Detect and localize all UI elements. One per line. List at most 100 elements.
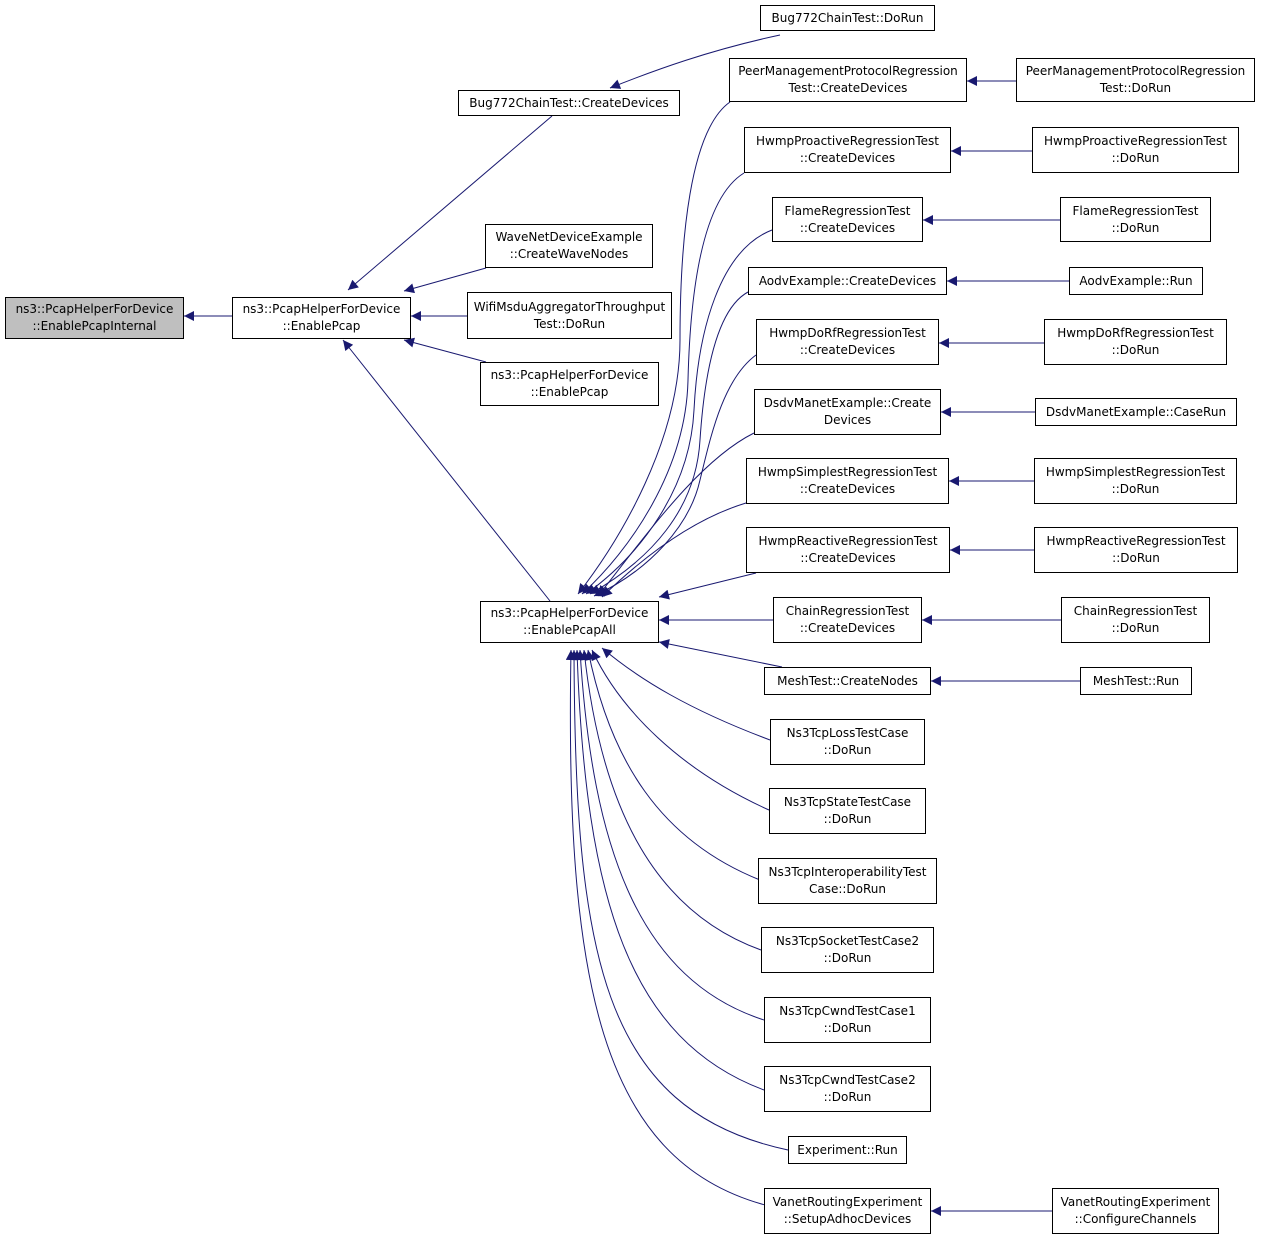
edge-enable-pcap-all-to-enable-pcap [342,339,551,602]
node-mesh-create-nodes[interactable]: MeshTest::CreateNodes [764,667,931,695]
node-label-line: ::CreateDevices [799,482,896,496]
edge-overload-to-enable-pcap [403,337,487,363]
node-label-line: ::SetupAdhocDevices [783,1212,912,1226]
node-label-line: Bug772ChainTest::CreateDevices [469,95,669,110]
node-hwmp-dorf-create[interactable]: HwmpDoRfRegressionTest ::CreateDevices [756,319,939,365]
edge-peer-create-to-all [577,101,731,595]
edge-mesh-create-to-all [658,639,783,668]
node-aodv-run[interactable]: AodvExample::Run [1069,267,1203,295]
edge-tcp-cwnd2-to-all [572,649,765,1091]
node-tcp-socket2-run[interactable]: Ns3TcpSocketTestCase2 ::DoRun [761,927,934,973]
node-label-line: WaveNetDeviceExample [495,230,643,244]
node-flame-create[interactable]: FlameRegressionTest ::CreateDevices [772,197,923,242]
node-label-line: DsdvManetExample::CaseRun [1045,404,1227,419]
node-peer-create-devices[interactable]: PeerManagementProtocolRegression Test::C… [729,58,967,102]
node-tcp-cwnd2-run[interactable]: Ns3TcpCwndTestCase2 ::DoRun [764,1066,931,1112]
node-tcp-cwnd1-run[interactable]: Ns3TcpCwndTestCase1 ::DoRun [764,997,931,1043]
node-label-line: ::DoRun [1111,482,1160,496]
node-aodv-create[interactable]: AodvExample::CreateDevices [748,267,947,295]
node-hwmp-proactive-create[interactable]: HwmpProactiveRegressionTest ::CreateDevi… [744,127,951,173]
edge-hwmp-dorf-create-to-all [593,354,757,597]
node-tcp-loss-run[interactable]: Ns3TcpLossTestCase ::DoRun [770,719,925,765]
node-label-line: ::CreateDevices [799,621,896,635]
edge-tcp-interop-to-all [585,649,761,881]
node-label-line: Devices [823,413,872,427]
node-label-line: ChainRegressionTest [785,604,910,618]
node-enable-pcap-all[interactable]: ns3::PcapHelperForDevice ::EnablePcapAll [480,601,659,643]
node-bug772-create-devices[interactable]: Bug772ChainTest::CreateDevices [458,90,680,116]
edge-bug772-run-to-create [609,34,781,89]
node-label-line: ::DoRun [823,1090,872,1104]
node-bug772-do-run[interactable]: Bug772ChainTest::DoRun [760,5,935,31]
node-label-line: Test::CreateDevices [788,81,908,95]
node-label-line: MeshTest::CreateNodes [777,673,918,688]
node-label-line: ns3::PcapHelperForDevice [15,302,174,316]
node-label-line: HwmpReactiveRegressionTest [1046,534,1226,548]
node-label-line: Ns3TcpSocketTestCase2 [775,934,920,948]
node-experiment-run[interactable]: Experiment::Run [788,1136,907,1164]
node-label-line: ::CreateDevices [799,343,896,357]
edge-bug772-create-to-enable-pcap [347,115,553,291]
node-label-line: FlameRegressionTest [1072,203,1199,218]
node-label-line: HwmpProactiveRegressionTest [756,134,939,148]
edge-hwmp-proactive-create-to-all [581,172,745,595]
node-hwmp-dorf-run[interactable]: HwmpDoRfRegressionTest ::DoRun [1044,319,1227,365]
node-chain-run[interactable]: ChainRegressionTest ::DoRun [1061,597,1210,643]
node-label-line: ns3::PcapHelperForDevice [490,368,649,382]
node-label-line: DsdvManetExample::Create [763,396,932,410]
edge-tcp-loss-to-all [601,647,771,741]
node-label-line: ::EnablePcap [530,385,609,399]
node-label-line: ns3::PcapHelperForDevice [490,606,649,620]
node-label-line: ::DoRun [823,812,872,826]
node-peer-do-run[interactable]: PeerManagementProtocolRegression Test::D… [1016,58,1255,102]
node-label-line: ::DoRun [823,743,872,757]
node-enable-pcap-overload[interactable]: ns3::PcapHelperForDevice ::EnablePcap [480,362,659,406]
node-label-line: HwmpReactiveRegressionTest [758,534,938,548]
node-vanet-setup[interactable]: VanetRoutingExperiment ::SetupAdhocDevic… [764,1188,931,1234]
node-hwmp-simplest-create[interactable]: HwmpSimplestRegressionTest ::CreateDevic… [746,458,949,504]
edge-flame-create-to-all [585,229,773,595]
edge-wave-to-enable-pcap [403,267,487,294]
node-label-line: ::ConfigureChannels [1074,1212,1197,1226]
edge-tcp-state-to-all [591,649,770,811]
edge-hwmp-simplest-create-to-all [601,502,747,598]
node-hwmp-reactive-run[interactable]: HwmpReactiveRegressionTest ::DoRun [1034,527,1238,573]
node-label-line: VanetRoutingExperiment [772,1195,923,1209]
node-label-line: HwmpDoRfRegressionTest [1057,326,1214,340]
node-label-line: HwmpDoRfRegressionTest [769,326,926,340]
node-vanet-configure[interactable]: VanetRoutingExperiment ::ConfigureChanne… [1052,1188,1219,1234]
node-label-line: Ns3TcpStateTestCase [783,795,912,809]
edge-aodv-create-to-all [589,291,749,595]
edge-tcp-cwnd1-to-all [575,649,765,1021]
node-label-line: Test::DoRun [533,316,606,331]
node-label-line: ::DoRun [1112,551,1160,565]
node-label-line: ::DoRun [1111,621,1160,635]
node-chain-create[interactable]: ChainRegressionTest ::CreateDevices [773,597,922,643]
edge-tcp-socket2-to-all [580,649,762,951]
node-label-line: AodvExample::Run [1079,273,1193,288]
node-dsdv-caserun[interactable]: DsdvManetExample::CaseRun [1035,398,1237,426]
node-label-line: PeerManagementProtocolRegression [1025,64,1246,78]
node-hwmp-reactive-create[interactable]: HwmpReactiveRegressionTest ::CreateDevic… [746,527,950,573]
node-wave-create-nodes[interactable]: WaveNetDeviceExample ::CreateWaveNodes [485,224,653,268]
node-label-line: HwmpProactiveRegressionTest [1044,134,1227,148]
node-flame-run[interactable]: FlameRegressionTest ::DoRun [1060,197,1211,242]
node-label-line: Experiment::Run [797,1142,898,1157]
node-mesh-run[interactable]: MeshTest::Run [1080,667,1192,695]
node-label-line: Test::DoRun [1099,81,1172,95]
node-label-line: PeerManagementProtocolRegression [738,64,958,78]
node-label-line: ::CreateDevices [799,220,896,235]
node-tcp-state-run[interactable]: Ns3TcpStateTestCase ::DoRun [769,788,926,834]
node-hwmp-simplest-run[interactable]: HwmpSimplestRegressionTest ::DoRun [1034,458,1237,504]
node-tcp-interop-run[interactable]: Ns3TcpInteroperabilityTest Case::DoRun [758,858,937,904]
node-dsdv-create[interactable]: DsdvManetExample::Create Devices [754,389,941,435]
node-label-line: ::CreateDevices [799,151,896,165]
node-label-line: ::EnablePcapAll [523,623,616,637]
node-enable-pcap-internal: ns3::PcapHelperForDevice ::EnablePcapInt… [5,297,184,339]
node-wifi-msdu-do-run[interactable]: WifiMsduAggregatorThroughput Test::DoRun [467,292,672,339]
node-hwmp-proactive-run[interactable]: HwmpProactiveRegressionTest ::DoRun [1032,127,1239,173]
edge-vanet-setup-to-all [565,649,766,1206]
node-label-line: Ns3TcpInteroperabilityTest [768,865,927,879]
node-enable-pcap[interactable]: ns3::PcapHelperForDevice ::EnablePcap [232,297,411,339]
